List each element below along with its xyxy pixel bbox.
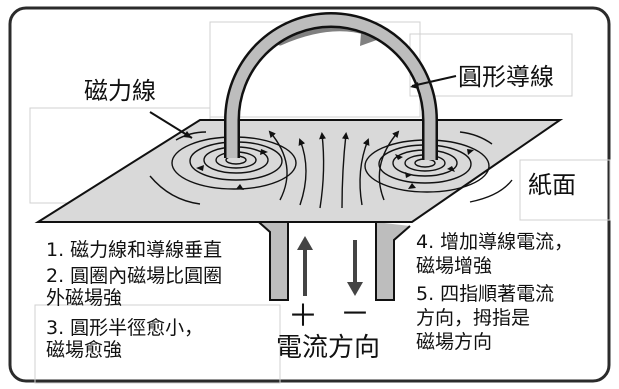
plus-sign: ＋ [288, 299, 318, 334]
current-down-arrow [347, 240, 363, 296]
leader-field-lines [149, 111, 193, 139]
note-line: 4. 增加導線電流， [416, 231, 574, 253]
loop-wire-label: 圓形導線 [458, 63, 554, 91]
note-line: 外磁場強 [46, 287, 123, 309]
minus-sign: － [340, 297, 370, 332]
note-line: 5. 四指順著電流 [416, 283, 555, 305]
outer-field-lines [149, 131, 513, 205]
paper-sheet [34, 119, 564, 223]
loop-arrows [196, 149, 474, 190]
current-up-arrow [297, 236, 313, 296]
note-line: 1. 磁力線和導線垂直 [46, 239, 223, 261]
leader-loop-wire [411, 75, 457, 87]
note-line: 磁場方向 [416, 331, 493, 353]
note-line: 磁場增強 [416, 255, 493, 277]
note-line: 磁場愈強 [46, 339, 123, 361]
outer-frame [8, 6, 611, 383]
lead-wire-left [251, 215, 289, 301]
current-direction-label: 電流方向 [276, 333, 381, 363]
paper-label: 紙面 [528, 171, 576, 199]
note-line: 3. 圓形半徑愈小， [46, 317, 204, 339]
note-line: 2. 圓圈內磁場比圓圈 [46, 265, 223, 287]
lead-wire-right [375, 222, 411, 301]
note-line: 方向，拇指是 [416, 307, 531, 329]
center-field-lines [268, 130, 400, 209]
field-lines-label: 磁力線 [84, 77, 156, 105]
